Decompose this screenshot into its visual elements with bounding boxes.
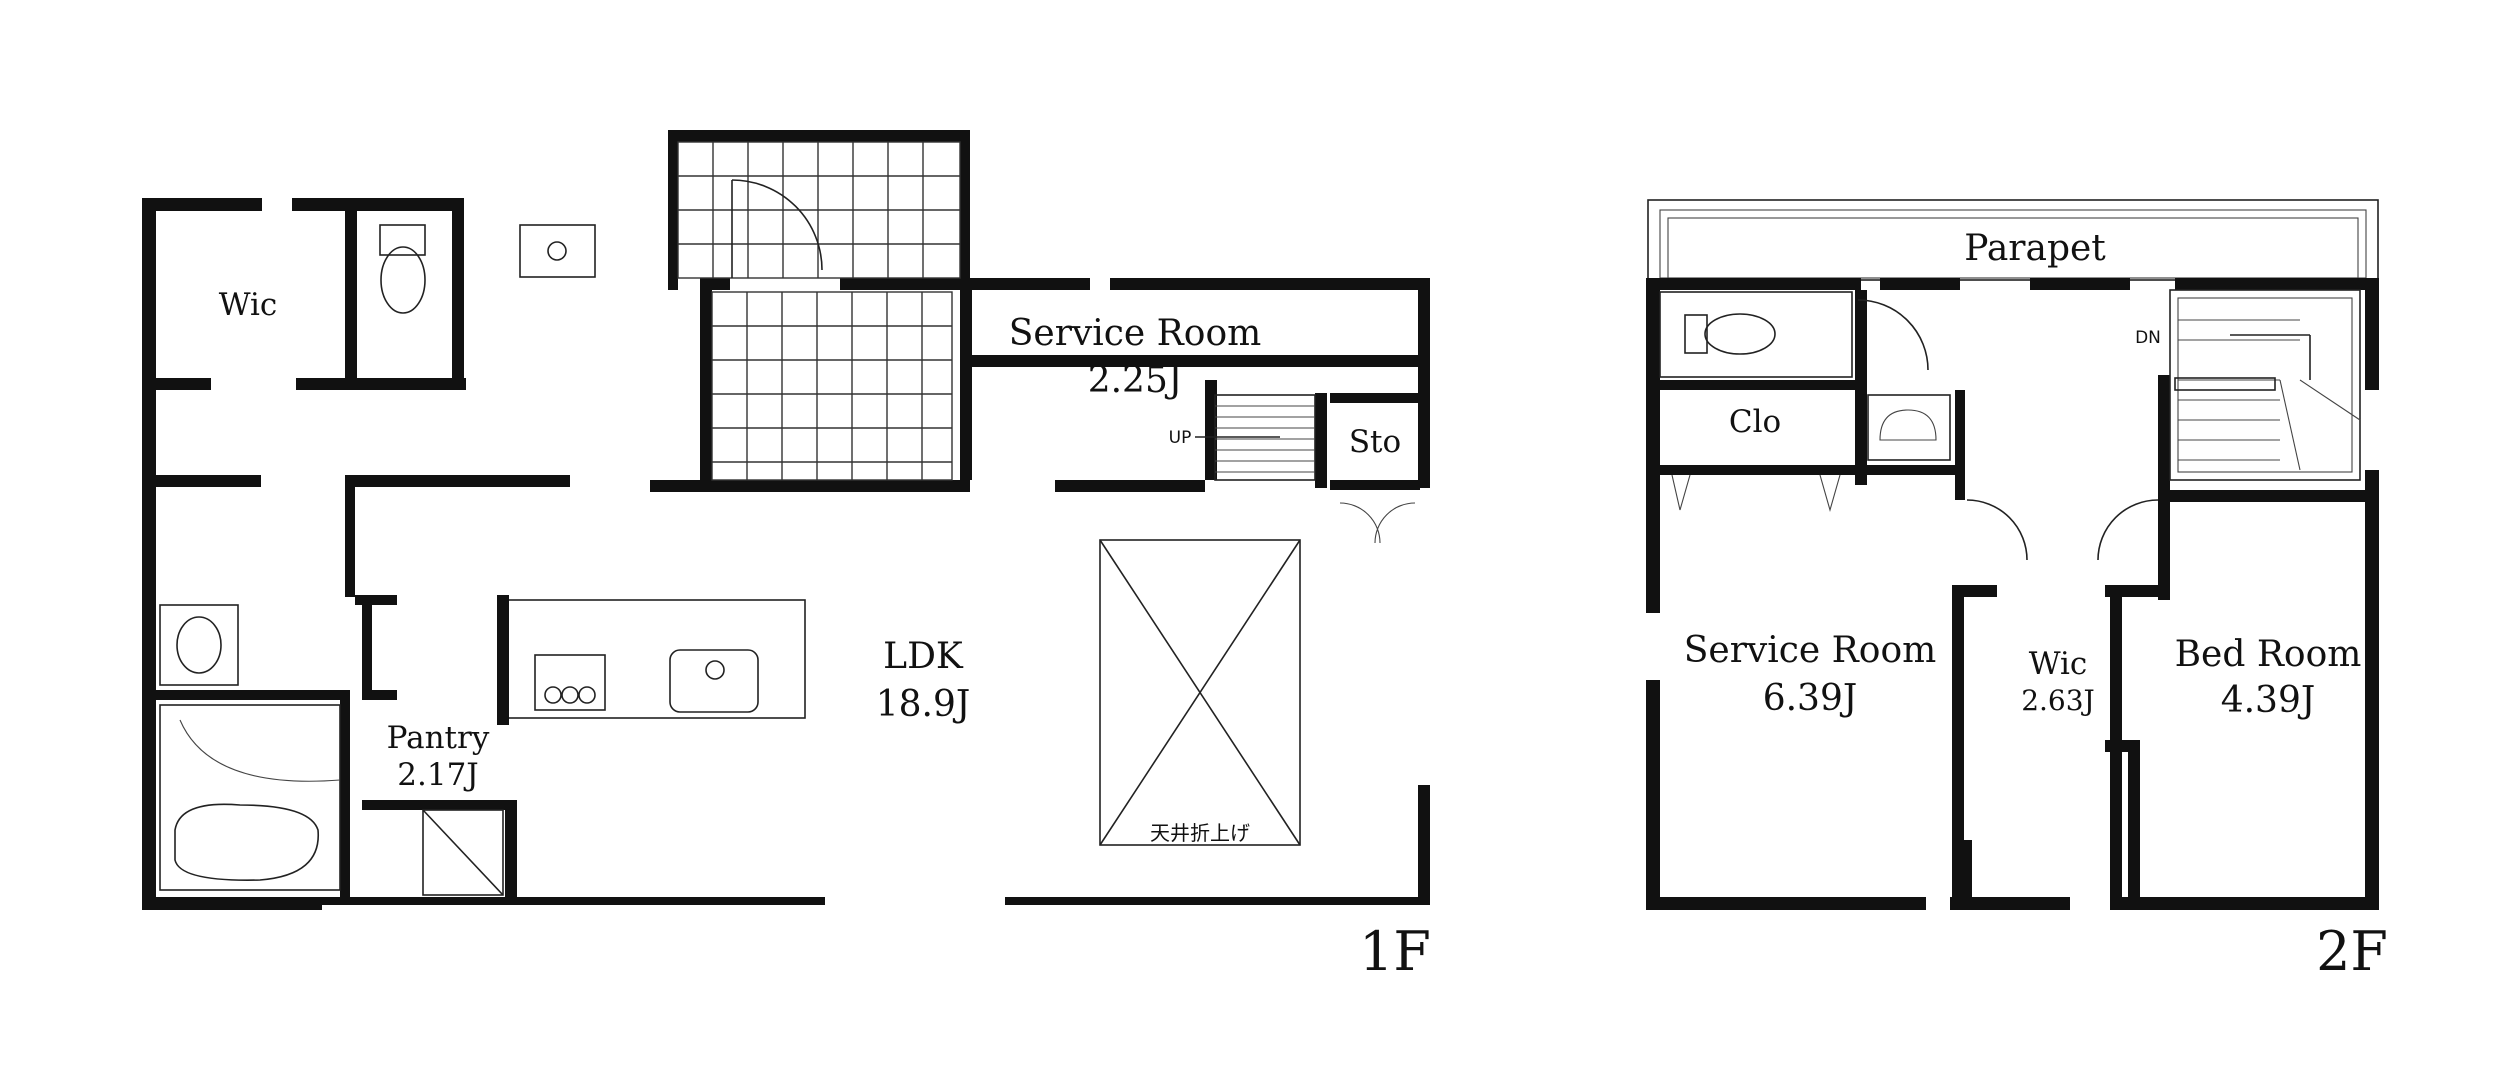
f2-floor-label: 2F xyxy=(2316,920,2388,983)
f1-stair-up-label: UP xyxy=(1169,428,1192,448)
floor-1-walls xyxy=(142,130,1430,910)
f2-stair-dn-label: DN xyxy=(2135,328,2161,348)
f1-pantry-name: Pantry xyxy=(387,720,490,756)
f1-floor-label: 1F xyxy=(1359,920,1431,983)
floor-1-fixtures xyxy=(159,224,1416,896)
f2-bedroom-size: 4.39J xyxy=(2221,680,2316,721)
f1-wic-label: Wic xyxy=(219,287,278,323)
f1-service-room-name: Service Room xyxy=(1009,313,1262,354)
floor-2-walls xyxy=(1646,199,2379,910)
f1-ceiling-note: 天井折上げ xyxy=(1150,821,1250,845)
f1-ldk-size: 18.9J xyxy=(876,684,971,725)
floor-2-fixtures xyxy=(1659,291,2159,561)
f1-service-room-size: 2.25J xyxy=(1088,360,1183,401)
floor-2-stair xyxy=(2169,289,2361,481)
f2-wic-name: Wic xyxy=(2029,646,2088,682)
floor-1-entry-tiles xyxy=(677,141,961,481)
f2-service-room-size: 6.39J xyxy=(1763,678,1858,719)
f1-ldk-name: LDK xyxy=(883,636,964,677)
f2-service-room-name: Service Room xyxy=(1684,630,1937,671)
f1-pantry-size: 2.17J xyxy=(397,757,478,793)
floor-1-plan: Wic Service Room 2.25J UP Sto LDK 18.9J … xyxy=(142,130,1431,983)
floor-2-plan: Parapet DN Clo Service Room 6.39J Wic 2.… xyxy=(1646,199,2388,983)
f1-storage-label: Sto xyxy=(1349,424,1401,460)
f2-bedroom-name: Bed Room xyxy=(2175,634,2362,675)
floor-1-stair xyxy=(1195,394,1316,481)
f2-closet-label: Clo xyxy=(1729,404,1781,440)
f2-parapet-label: Parapet xyxy=(1964,228,2106,269)
f2-wic-size: 2.63J xyxy=(2021,684,2095,717)
